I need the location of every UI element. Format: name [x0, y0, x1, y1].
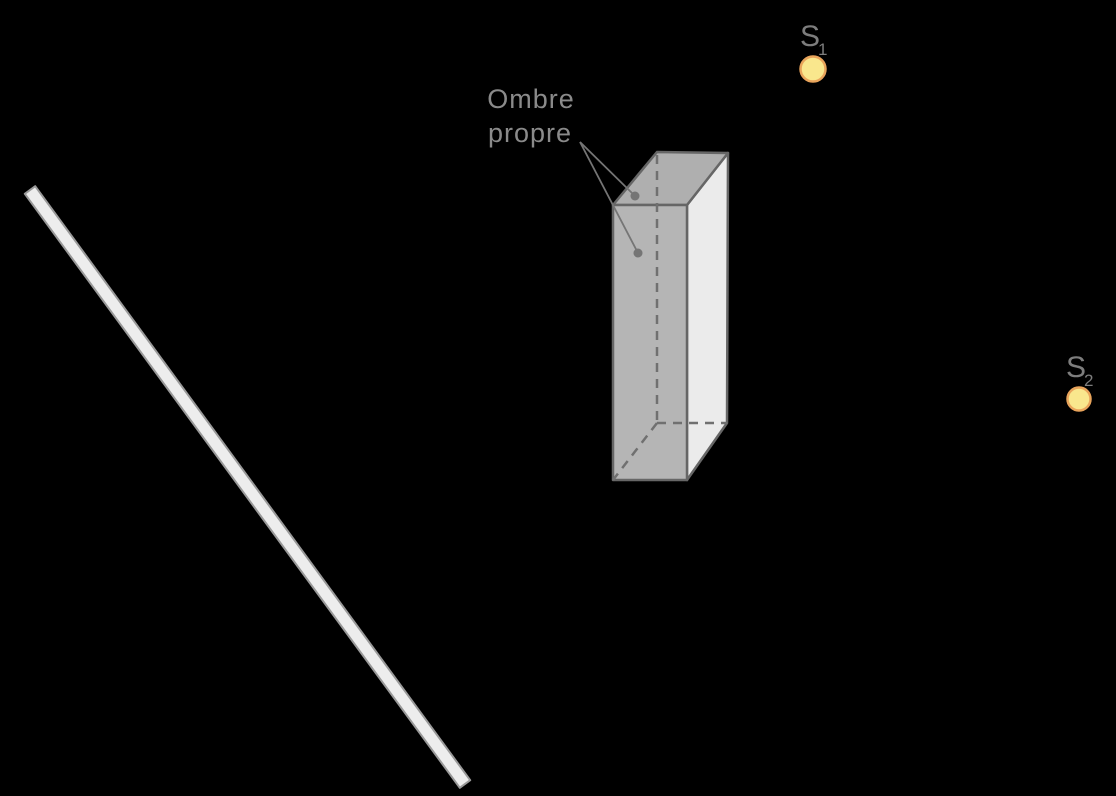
- source-2-label: S: [1066, 351, 1087, 384]
- hidden-edge-bottom-left: [612, 422, 658, 481]
- ombre-propre-label: Ombre propre: [487, 84, 575, 148]
- ombre-propre-leaders: [579, 141, 643, 258]
- source-1-circle: [799, 55, 827, 83]
- source-1-label: S: [800, 20, 821, 53]
- leader-line-top-face: [579, 141, 634, 195]
- screen-panel: [23, 185, 472, 789]
- leader-dot-top-face: [630, 191, 640, 201]
- leader-line-front-face: [579, 141, 639, 254]
- leader-dot-front-face: [633, 248, 643, 258]
- prism-hidden-edges: [612, 155, 727, 481]
- light-source-1: S 1: [799, 20, 827, 83]
- prism-right-face: [685, 151, 730, 482]
- source-1-subscript: 1: [818, 40, 827, 59]
- prism: [611, 150, 730, 482]
- prism-front-face: [611, 203, 689, 482]
- ombre-propre-label-line1: Ombre: [487, 84, 575, 114]
- ombre-propre-label-line2: propre: [488, 118, 572, 148]
- light-source-2: S 2: [1066, 351, 1093, 412]
- source-2-circle: [1066, 386, 1092, 412]
- source-2-subscript: 2: [1084, 371, 1093, 390]
